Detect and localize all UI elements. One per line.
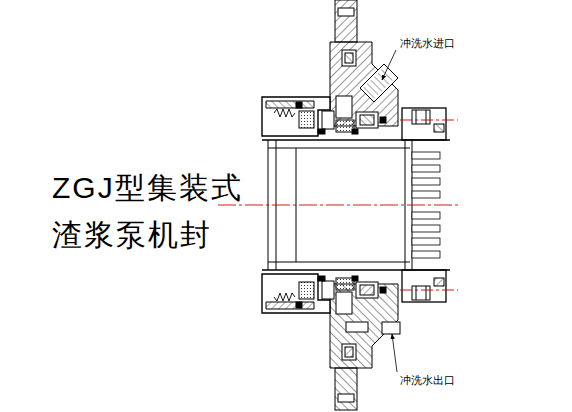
port-label: 冲洗水出口 xyxy=(399,373,456,388)
seal-half-section xyxy=(262,0,450,205)
port-label: 冲洗水进口 xyxy=(399,36,456,51)
drawing-title: ZGJ型集装式 渣浆泵机封 xyxy=(52,165,232,258)
